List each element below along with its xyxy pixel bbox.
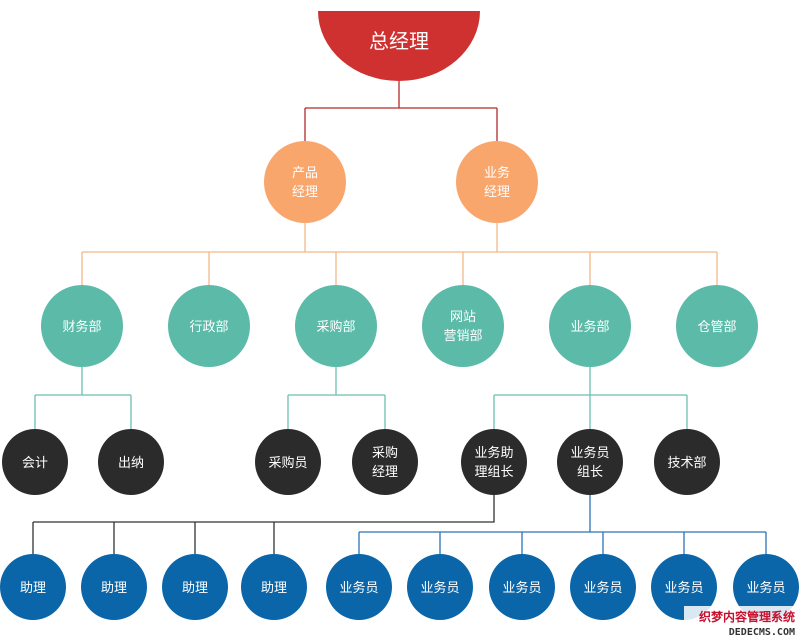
node-salesperson-lead: 业务员 组长 <box>557 429 623 495</box>
node-finance: 财务部 <box>41 285 123 367</box>
purchase-manager-label-1: 采购 <box>372 445 398 461</box>
salesperson-label: 业务员 <box>502 580 541 596</box>
watermark-line-1: 织梦内容管理系统 <box>699 609 795 624</box>
business-manager-label-1: 业务 <box>484 165 510 181</box>
web-marketing-circle <box>422 285 504 367</box>
node-salesperson-5: 业务员 <box>651 554 717 620</box>
node-salesperson-1: 业务员 <box>326 554 392 620</box>
node-salesperson-3: 业务员 <box>489 554 555 620</box>
node-business-dept: 业务部 <box>549 285 631 367</box>
salesperson-circle <box>570 554 636 620</box>
connector-purchasing <box>287 367 386 429</box>
connector-root <box>304 81 498 141</box>
purchasing-circle <box>295 285 377 367</box>
salesperson-label: 业务员 <box>420 580 459 596</box>
admin-label: 行政部 <box>189 320 228 335</box>
connector-salespeople <box>358 495 767 554</box>
node-assistant-2: 助理 <box>81 554 147 620</box>
finance-circle <box>41 285 123 367</box>
node-assistant-4: 助理 <box>241 554 307 620</box>
admin-circle <box>168 285 250 367</box>
accountant-circle <box>2 429 68 495</box>
salesperson-label: 业务员 <box>664 580 703 596</box>
purchaser-label: 采购员 <box>268 455 307 471</box>
assistant-circle <box>81 554 147 620</box>
assistant-label: 助理 <box>101 581 127 596</box>
purchasing-label: 采购部 <box>316 319 355 335</box>
node-purchaser: 采购员 <box>255 429 321 495</box>
purchase-manager-circle <box>352 429 418 495</box>
business-manager-circle <box>456 141 538 223</box>
cashier-label: 出纳 <box>118 456 144 471</box>
accountant-label: 会计 <box>22 456 48 471</box>
purchase-manager-label-2: 经理 <box>372 465 398 480</box>
biz-assistant-lead-circle <box>461 429 527 495</box>
node-salesperson-4: 业务员 <box>570 554 636 620</box>
biz-assistant-lead-label-2: 理组长 <box>474 465 513 480</box>
product-manager-label-2: 经理 <box>292 185 318 200</box>
assistant-label: 助理 <box>20 581 46 596</box>
node-assistant-3: 助理 <box>162 554 228 620</box>
node-salesperson-6: 业务员 <box>733 554 799 620</box>
cashier-circle <box>98 429 164 495</box>
connector-level1 <box>81 223 718 285</box>
node-assistant-1: 助理 <box>0 554 66 620</box>
tech-dept-label: 技术部 <box>667 456 706 471</box>
node-purchasing: 采购部 <box>295 285 377 367</box>
node-purchase-manager: 采购 经理 <box>352 429 418 495</box>
node-warehouse: 仓管部 <box>676 285 758 367</box>
node-biz-assistant-lead: 业务助 理组长 <box>461 429 527 495</box>
business-dept-circle <box>549 285 631 367</box>
connector-finance <box>34 367 132 429</box>
assistant-circle <box>0 554 66 620</box>
salesperson-label: 业务员 <box>583 580 622 596</box>
business-dept-label: 业务部 <box>570 319 609 335</box>
web-marketing-label-2: 营销部 <box>443 329 482 344</box>
node-general-manager: 总经理 <box>318 11 480 81</box>
salesperson-lead-circle <box>557 429 623 495</box>
assistant-circle <box>241 554 307 620</box>
salesperson-label: 业务员 <box>339 580 378 596</box>
salesperson-circle <box>733 554 799 620</box>
node-cashier: 出纳 <box>98 429 164 495</box>
root-label: 总经理 <box>369 29 429 53</box>
tech-dept-circle <box>654 429 720 495</box>
watermark-line-2: DEDECMS.COM <box>729 627 795 638</box>
node-salesperson-2: 业务员 <box>407 554 473 620</box>
salesperson-lead-label-1: 业务员 <box>570 445 609 461</box>
purchaser-circle <box>255 429 321 495</box>
root-half-circle <box>318 11 480 81</box>
node-tech-dept: 技术部 <box>654 429 720 495</box>
business-manager-label-2: 经理 <box>484 185 510 200</box>
watermark: 织梦内容管理系统 DEDECMS.COM <box>684 606 798 640</box>
salesperson-circle <box>407 554 473 620</box>
salesperson-circle <box>489 554 555 620</box>
salesperson-circle <box>651 554 717 620</box>
warehouse-circle <box>676 285 758 367</box>
web-marketing-label-1: 网站 <box>450 310 476 325</box>
salesperson-circle <box>326 554 392 620</box>
product-manager-label-1: 产品 <box>292 166 318 181</box>
warehouse-label: 仓管部 <box>697 320 736 335</box>
node-admin: 行政部 <box>168 285 250 367</box>
biz-assistant-lead-label-1: 业务助 <box>474 445 513 461</box>
salesperson-lead-label-2: 组长 <box>577 465 603 480</box>
connector-business <box>493 367 688 429</box>
assistant-circle <box>162 554 228 620</box>
product-manager-circle <box>264 141 346 223</box>
watermark-backdrop <box>684 606 798 640</box>
node-product-manager: 产品 经理 <box>264 141 346 223</box>
assistant-label: 助理 <box>182 581 208 596</box>
salesperson-label: 业务员 <box>746 580 785 596</box>
node-web-marketing: 网站 营销部 <box>422 285 504 367</box>
assistant-label: 助理 <box>261 581 287 596</box>
node-accountant: 会计 <box>2 429 68 495</box>
finance-label: 财务部 <box>62 319 101 335</box>
node-business-manager: 业务 经理 <box>456 141 538 223</box>
connector-lines <box>32 81 767 554</box>
connector-assistants <box>32 495 495 554</box>
